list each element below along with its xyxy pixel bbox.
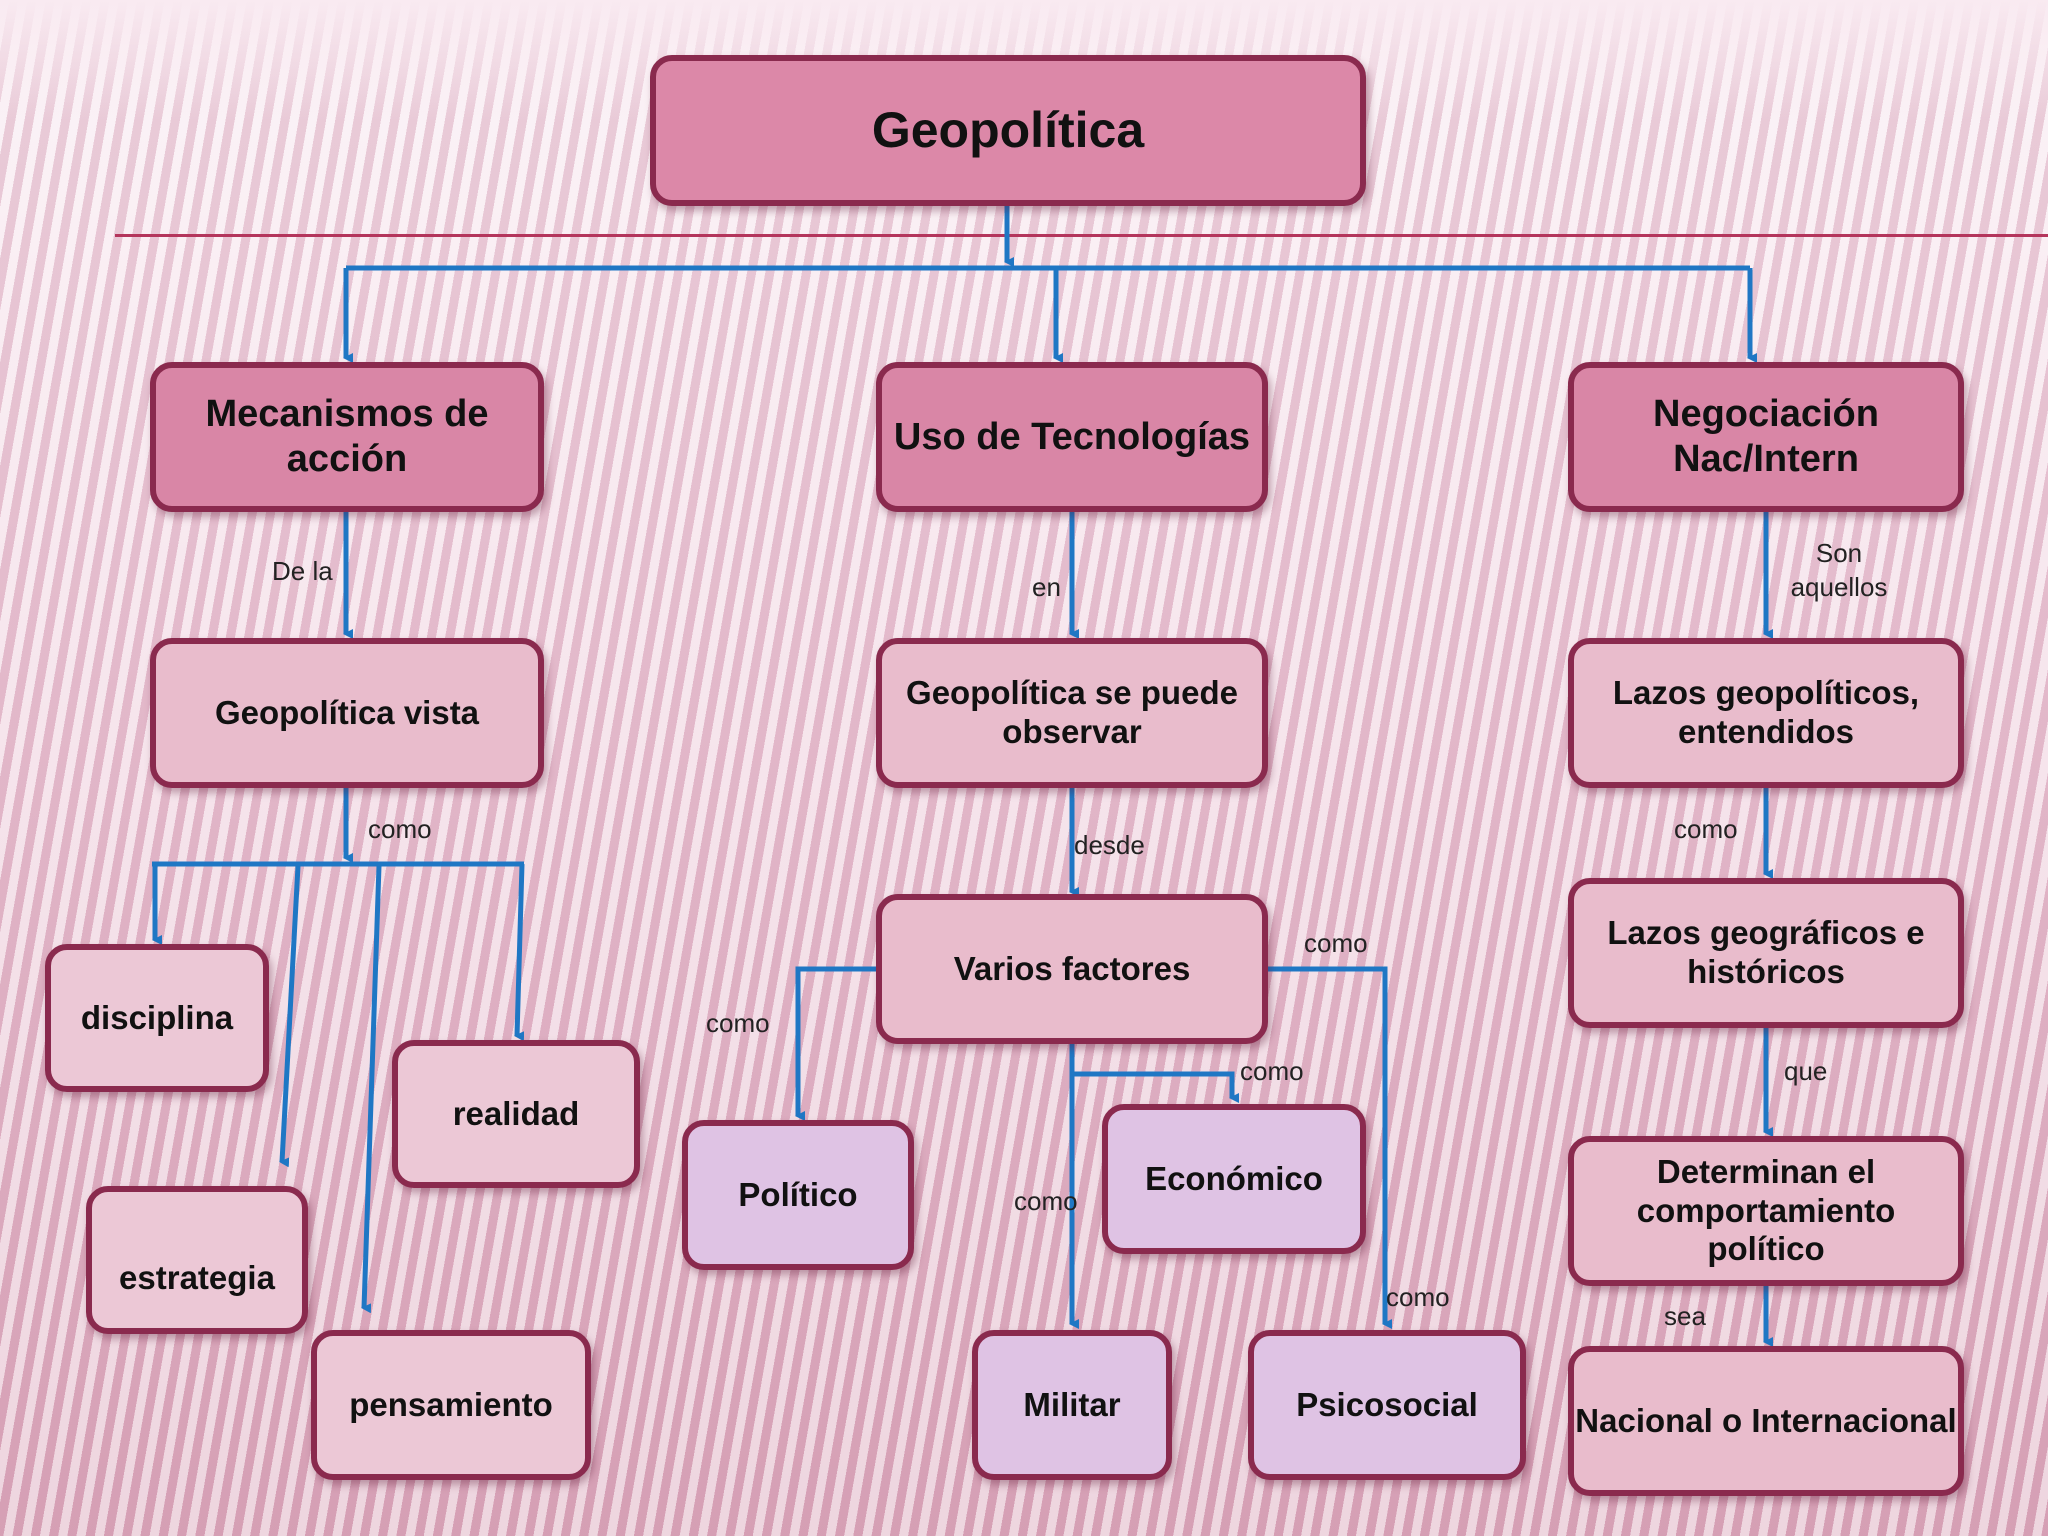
node-uso-de-tecnologias: Uso de Tecnologías bbox=[876, 362, 1268, 512]
node-lazos-geopoliticos: Lazos geopolíticos, entendidos bbox=[1568, 638, 1964, 788]
label-como-lazos: como bbox=[1674, 814, 1738, 844]
label-como-politico: como bbox=[706, 1008, 770, 1038]
node-estrategia: estrategia bbox=[86, 1186, 308, 1334]
node-label: realidad bbox=[452, 1094, 580, 1132]
node-label: Varios factores bbox=[953, 949, 1191, 987]
node-economico: Económico bbox=[1102, 1104, 1366, 1254]
label-como-vista: como bbox=[368, 814, 432, 844]
node-label: Lazos geográficos e históricos bbox=[1607, 914, 1925, 990]
node-label: Político bbox=[738, 1175, 858, 1213]
node-label: estrategia bbox=[119, 1259, 275, 1297]
node-label: Determinan el comportamiento político bbox=[1636, 1152, 1896, 1268]
node-label: Mecanismos de acción bbox=[205, 393, 489, 480]
node-label: disciplina bbox=[80, 998, 234, 1036]
label-desde: desde bbox=[1074, 830, 1145, 860]
node-label: Lazos geopolíticos, entendidos bbox=[1612, 674, 1920, 750]
label-en: en bbox=[1032, 572, 1061, 602]
node-label: Psicosocial bbox=[1296, 1385, 1478, 1423]
node-label: Geopolítica se puede observar bbox=[906, 674, 1238, 750]
node-politico: Político bbox=[682, 1120, 914, 1270]
node-geopolitica: Geopolítica bbox=[650, 55, 1366, 206]
node-label: Uso de Tecnologías bbox=[893, 415, 1251, 458]
node-label: Nacional o Internacional bbox=[1575, 1401, 1957, 1439]
node-nacional-o-internacional: Nacional o Internacional bbox=[1568, 1346, 1964, 1496]
node-disciplina: disciplina bbox=[45, 944, 269, 1092]
label-de-la: De la bbox=[272, 556, 333, 586]
node-psicosocial: Psicosocial bbox=[1248, 1330, 1526, 1480]
label-como-economico: como bbox=[1240, 1056, 1304, 1086]
node-label: Geopolítica vista bbox=[214, 693, 480, 731]
node-lazos-geograficos: Lazos geográficos e históricos bbox=[1568, 878, 1964, 1028]
node-pensamiento: pensamiento bbox=[311, 1330, 591, 1480]
node-label: Geopolítica bbox=[871, 102, 1145, 158]
label-como-psicosocial-top: como bbox=[1304, 928, 1368, 958]
node-militar: Militar bbox=[972, 1330, 1172, 1480]
label-como-militar: como bbox=[1014, 1186, 1078, 1216]
node-varios-factores: Varios factores bbox=[876, 894, 1268, 1044]
node-realidad: realidad bbox=[392, 1040, 640, 1188]
node-geopolitica-vista: Geopolítica vista bbox=[150, 638, 544, 788]
node-label: Militar bbox=[1023, 1385, 1121, 1423]
node-label: Económico bbox=[1145, 1159, 1323, 1197]
label-sea: sea bbox=[1664, 1301, 1706, 1331]
node-determinan: Determinan el comportamiento político bbox=[1568, 1136, 1964, 1286]
node-label: pensamiento bbox=[349, 1385, 553, 1423]
label-que: que bbox=[1784, 1056, 1828, 1086]
node-mecanismos-de-accion: Mecanismos de acción bbox=[150, 362, 544, 512]
node-geopolitica-se-puede-observar: Geopolítica se puede observar bbox=[876, 638, 1268, 788]
label-como-psicosocial: como bbox=[1386, 1282, 1450, 1312]
node-negociacion: Negociación Nac/Intern bbox=[1568, 362, 1964, 512]
label-son-aquellos: Son aquellos bbox=[1790, 538, 1888, 602]
node-label: Negociación Nac/Intern bbox=[1653, 393, 1879, 480]
header-divider-line bbox=[115, 234, 2048, 237]
